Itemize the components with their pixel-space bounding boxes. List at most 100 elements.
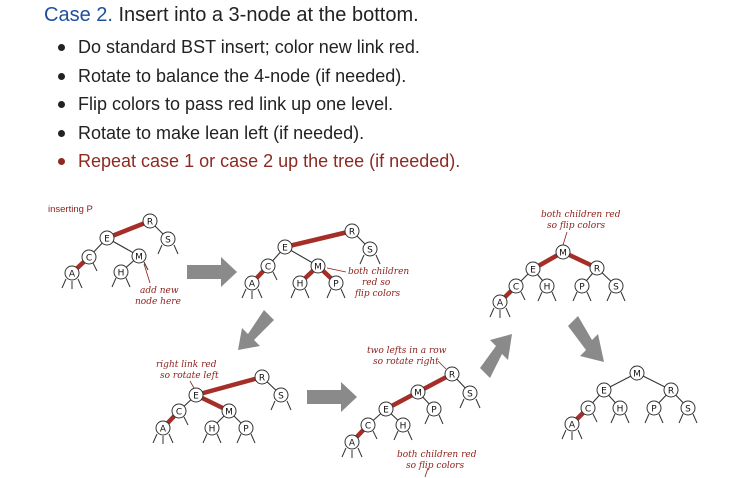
svg-text:C: C bbox=[365, 422, 371, 432]
svg-text:P: P bbox=[651, 405, 657, 415]
right-arrow-icon bbox=[307, 382, 357, 412]
tree-node: E bbox=[188, 387, 204, 403]
tree-node: C bbox=[81, 249, 97, 265]
svg-text:E: E bbox=[601, 387, 607, 397]
tree-node: A bbox=[155, 420, 171, 436]
svg-text:R: R bbox=[349, 228, 355, 238]
bullet-text: Flip colors to pass red link up one leve… bbox=[78, 94, 394, 114]
tree-node: H bbox=[612, 400, 628, 416]
red-link bbox=[104, 218, 153, 241]
tree-4-after-rotate-left: two lefts in a row so rotate right R S M… bbox=[341, 346, 481, 478]
tree-node: R bbox=[344, 223, 360, 239]
bullet-text: Do standard BST insert; color new link r… bbox=[78, 37, 420, 57]
svg-text:S: S bbox=[165, 236, 171, 246]
tree-node: M bbox=[131, 248, 147, 264]
tree-node: H bbox=[113, 264, 129, 280]
bullet-dot bbox=[58, 129, 65, 137]
red-link bbox=[193, 374, 265, 398]
annotation-pointer bbox=[562, 231, 568, 246]
bullet-item: Rotate to make lean left (if needed). bbox=[58, 122, 460, 151]
null-links bbox=[561, 413, 698, 440]
tree-2-after-insert: R S E C M A H P both children red so fli… bbox=[241, 223, 412, 299]
svg-text:E: E bbox=[383, 406, 389, 416]
tree-node: H bbox=[204, 420, 220, 436]
tree-node: M bbox=[629, 365, 645, 381]
tree-node: S bbox=[273, 387, 289, 403]
tree-node: S bbox=[680, 400, 696, 416]
bullet-item: Rotate to balance the 4-node (if needed)… bbox=[58, 65, 460, 94]
null-links bbox=[241, 254, 381, 299]
tree-node: P bbox=[238, 420, 254, 436]
svg-text:C: C bbox=[265, 263, 271, 273]
bullet-text: Rotate to balance the 4-node (if needed)… bbox=[78, 65, 407, 86]
tree-node: P bbox=[646, 400, 662, 416]
tree-6-final: M E R C H P S A bbox=[561, 365, 698, 440]
svg-text:E: E bbox=[104, 235, 110, 245]
svg-text:S: S bbox=[467, 390, 473, 400]
tree-node: H bbox=[539, 278, 555, 294]
svg-text:R: R bbox=[147, 218, 153, 228]
case-label: Case 2. bbox=[44, 4, 113, 26]
tree-node: C bbox=[171, 403, 187, 419]
annotation-pointer bbox=[189, 380, 195, 389]
tree-node: E bbox=[277, 239, 293, 255]
annotation-pointer bbox=[424, 467, 429, 478]
annotation-flip-colors: both children red so flip colors bbox=[348, 267, 412, 299]
annotation-flip-colors-top: both children red so flip colors bbox=[541, 210, 623, 231]
svg-text:S: S bbox=[613, 283, 619, 293]
svg-text:R: R bbox=[449, 371, 455, 381]
tree-node: C bbox=[508, 278, 524, 294]
tree-node: M bbox=[221, 403, 237, 419]
bullet-dot bbox=[58, 44, 65, 51]
svg-text:R: R bbox=[594, 265, 600, 275]
down-right-arrow-icon bbox=[568, 316, 604, 362]
bullet-list: Do standard BST insert; color new link r… bbox=[58, 36, 460, 179]
tree-node: S bbox=[462, 385, 478, 401]
annotation-pointer bbox=[437, 360, 447, 370]
svg-text:A: A bbox=[569, 421, 576, 431]
tree-node: M bbox=[310, 258, 326, 274]
svg-text:H: H bbox=[617, 405, 624, 415]
tree-node: A bbox=[244, 275, 260, 291]
annotation-rotate-left: right link red so rotate left bbox=[156, 360, 219, 381]
tree-node: R bbox=[142, 213, 158, 229]
svg-text:C: C bbox=[176, 408, 182, 418]
svg-text:R: R bbox=[259, 374, 265, 384]
bullet-dot bbox=[58, 72, 65, 80]
tree-node: A bbox=[492, 294, 508, 310]
tree-node: P bbox=[574, 278, 590, 294]
slide-title: Case 2. Insert into a 3-node at the bott… bbox=[44, 4, 419, 27]
red-link bbox=[282, 228, 355, 250]
svg-text:P: P bbox=[333, 280, 339, 290]
tree-node: C bbox=[580, 400, 596, 416]
right-arrow-icon bbox=[187, 257, 237, 287]
bullet-item-emphasis: Repeat case 1 or case 2 up the tree (if … bbox=[58, 150, 460, 179]
bullet-dot bbox=[58, 158, 65, 165]
tree-node: A bbox=[64, 265, 80, 281]
up-right-arrow-icon bbox=[480, 334, 512, 378]
inserting-label: inserting P bbox=[48, 204, 93, 215]
tree-node: S bbox=[608, 278, 624, 294]
tree-node: C bbox=[360, 417, 376, 433]
tree-node: E bbox=[525, 261, 541, 277]
tree-3-after-flip: right link red so rotate left R S E C M … bbox=[152, 360, 292, 444]
down-left-arrow-icon bbox=[238, 310, 274, 350]
tree-node: E bbox=[378, 401, 394, 417]
svg-text:H: H bbox=[118, 269, 125, 279]
svg-text:M: M bbox=[314, 263, 322, 273]
annotation-add-new-node: add new node here bbox=[135, 286, 181, 307]
svg-text:M: M bbox=[135, 253, 143, 263]
svg-text:E: E bbox=[530, 266, 536, 276]
svg-text:M: M bbox=[633, 370, 641, 380]
svg-text:A: A bbox=[497, 299, 504, 309]
tree-node: E bbox=[99, 230, 115, 246]
tree-node: M bbox=[555, 244, 571, 260]
annotation-pointer bbox=[326, 267, 347, 273]
tree-node: P bbox=[426, 401, 442, 417]
svg-text:H: H bbox=[400, 422, 407, 432]
svg-text:S: S bbox=[685, 405, 691, 415]
annotation-pointer bbox=[143, 263, 151, 284]
tree-node: S bbox=[160, 231, 176, 247]
bullet-text: Repeat case 1 or case 2 up the tree (if … bbox=[78, 151, 461, 171]
